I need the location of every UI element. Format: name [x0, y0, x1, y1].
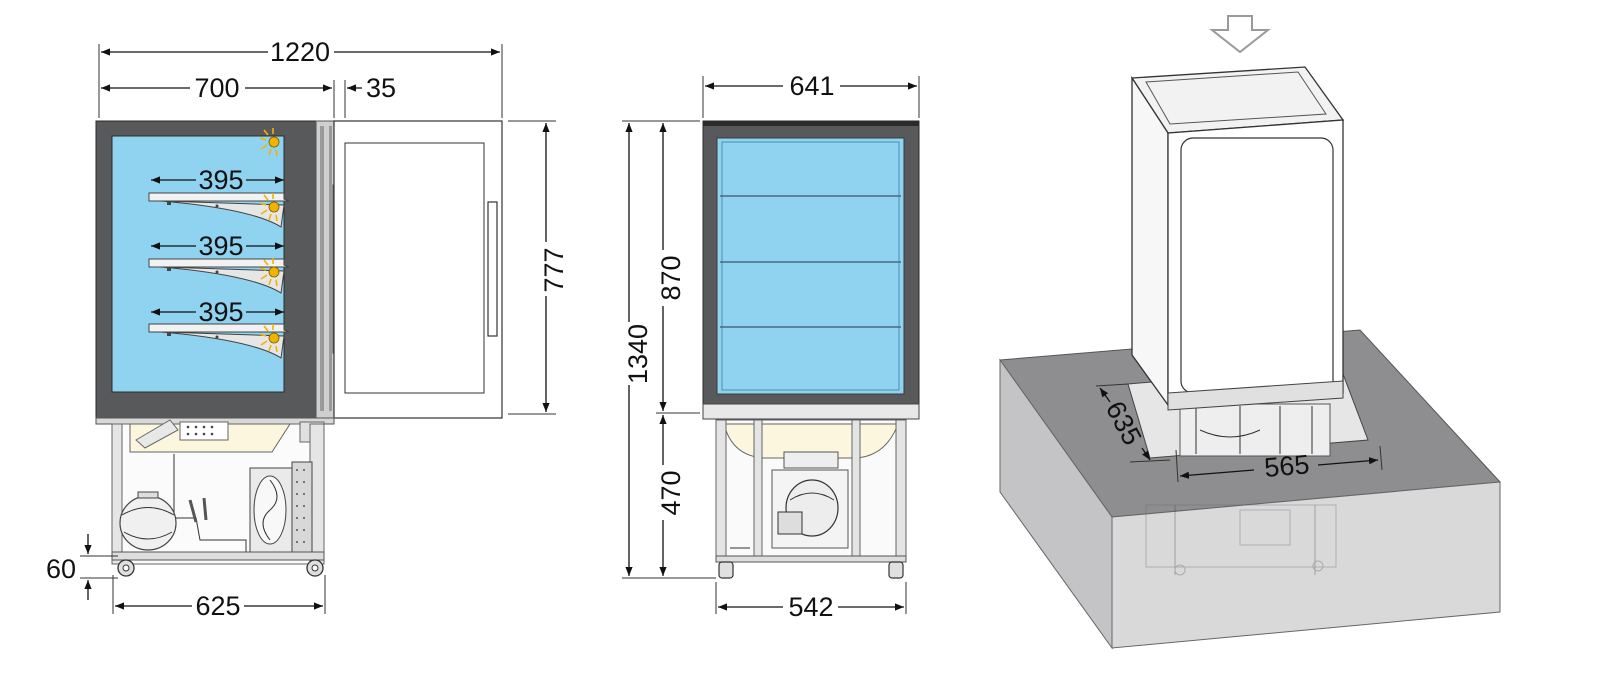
door-gap-label: 35 — [366, 73, 396, 103]
door-handle — [487, 201, 498, 337]
cabinet-width-dimension: 700 — [101, 73, 335, 118]
counter-side — [999, 358, 1113, 650]
front-compressor — [771, 469, 849, 549]
front-base-width-dimension: 542 — [715, 582, 907, 622]
control-panel — [179, 421, 229, 441]
shelf-dimension: 395 — [151, 297, 284, 327]
condenser-fan — [249, 461, 313, 559]
overall-width-dimension: 1220 — [98, 37, 503, 118]
iso-base-frame — [1179, 403, 1331, 457]
foot-height-label: 60 — [46, 554, 76, 584]
foot-height-dimension: 60 — [46, 534, 118, 600]
base-width-dimension: 625 — [112, 575, 326, 621]
insert-down-arrow-icon — [1209, 15, 1271, 54]
shelf-depth-label: 395 — [198, 165, 243, 195]
shelf-depth-label: 395 — [198, 231, 243, 261]
shelf-depth-label: 395 — [198, 297, 243, 327]
front-glass-panel — [716, 137, 905, 395]
base-width-label: 625 — [195, 591, 240, 621]
iso-cabinet-door — [1180, 137, 1334, 394]
total-height-label: 1340 — [623, 324, 653, 384]
door-height-dimension: 777 — [508, 120, 569, 415]
front-width-dimension: 641 — [702, 71, 920, 118]
iso-cabinet-side — [1131, 75, 1169, 408]
door-glass — [344, 142, 485, 394]
caster — [718, 561, 734, 579]
cabinet-width-label: 700 — [194, 73, 239, 103]
lower-height-label: 470 — [656, 470, 686, 515]
total-height-dimension: 1340 — [622, 120, 716, 579]
ghost-base-frame — [1145, 504, 1337, 576]
overall-width-label: 1220 — [270, 37, 330, 67]
side-view: 1220 700 35 — [46, 37, 569, 621]
lower-height-dimension: 470 — [656, 415, 686, 576]
shelf-dimension: 395 — [151, 231, 284, 261]
iso-installation-view: 635 565 — [999, 15, 1502, 650]
front-view: 641 — [622, 71, 920, 622]
caster — [117, 559, 135, 577]
upper-height-dimension: 870 — [656, 123, 700, 414]
cutout-width-dimension: 565 — [1175, 445, 1383, 483]
front-base-width-label: 542 — [788, 592, 833, 622]
caster — [888, 561, 904, 579]
door-gap-dimension: 35 — [344, 73, 396, 118]
shelf-dimension: 395 — [151, 165, 284, 195]
cutout-width-label: 565 — [1263, 449, 1311, 483]
front-width-label: 641 — [789, 71, 834, 101]
upper-height-label: 870 — [656, 255, 686, 300]
caster — [306, 559, 324, 577]
compressor — [119, 491, 177, 551]
door-height-label: 777 — [539, 247, 569, 292]
